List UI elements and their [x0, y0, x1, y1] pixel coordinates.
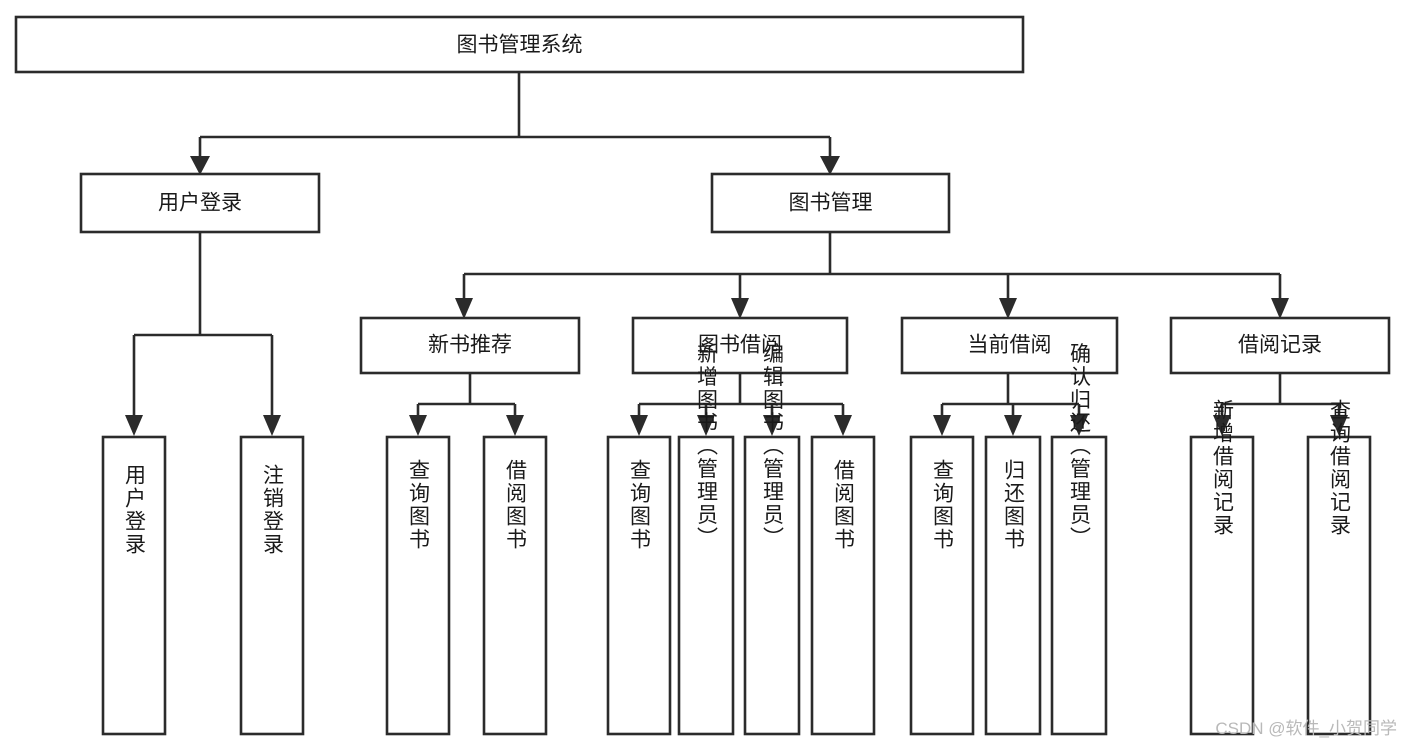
- node-current-borrow[interactable]: 当前借阅: [900, 316, 1119, 375]
- arrowhead-leaf-confirm-return: [1070, 415, 1088, 436]
- arrowhead-book-borrow: [731, 298, 749, 319]
- arrowhead-leaf-logout: [263, 415, 281, 436]
- node-leaf-edit-book[interactable]: 编辑图书（管理员）: [743, 343, 801, 736]
- node-user-login[interactable]: 用户登录: [79, 172, 321, 234]
- arrowhead-leaf-query-record: [1330, 415, 1348, 436]
- node-borrow-record[interactable]: 借阅记录: [1169, 316, 1391, 375]
- node-leaf-logout-box[interactable]: [239, 435, 305, 736]
- arrowhead-leaf-add-book: [697, 415, 715, 436]
- node-leaf-borrow-book-2[interactable]: 借阅图书: [810, 435, 876, 736]
- node-new-book-rec[interactable]: 新书推荐: [359, 316, 581, 375]
- node-leaf-borrow-book-1-box[interactable]: [482, 435, 548, 736]
- node-leaf-borrow-book-1[interactable]: 借阅图书: [482, 435, 548, 736]
- arrowhead-leaf-return-book: [1004, 415, 1022, 436]
- node-book-manage[interactable]: 图书管理: [710, 172, 951, 234]
- node-book-borrow-label: 图书借阅: [698, 334, 782, 357]
- node-user-login-label: 用户登录: [158, 192, 242, 215]
- node-leaf-query-book-3-box[interactable]: [909, 435, 975, 736]
- node-book-borrow[interactable]: 图书借阅: [631, 316, 849, 375]
- node-leaf-logout-label: 注销登录: [261, 464, 285, 556]
- node-new-book-rec-box[interactable]: [359, 316, 581, 375]
- node-leaf-query-book-2[interactable]: 查询图书: [606, 435, 672, 736]
- node-leaf-user-login[interactable]: 用户登录: [101, 435, 167, 736]
- node-leaf-query-book-3[interactable]: 查询图书: [909, 435, 975, 736]
- node-layer: 图书管理系统 用户登录 图书管理 新书推荐 图书借阅 当前: [14, 15, 1391, 736]
- arrowhead-leaf-add-record: [1213, 415, 1231, 436]
- node-leaf-query-book-3-label: 查询图书: [931, 459, 955, 551]
- node-leaf-logout[interactable]: 注销登录: [239, 435, 305, 736]
- arrowhead-leaf-query-book-2: [630, 415, 648, 436]
- node-leaf-query-book-1-label: 查询图书: [407, 459, 431, 551]
- node-book-manage-box[interactable]: [710, 172, 951, 234]
- node-leaf-query-book-2-label: 查询图书: [628, 459, 652, 551]
- node-leaf-query-record-label: 查询借阅记录: [1328, 399, 1352, 537]
- node-root-box[interactable]: [14, 15, 1025, 74]
- arrowhead-leaf-user-login: [125, 415, 143, 436]
- node-leaf-edit-book-label: 编辑图书（管理员）: [761, 343, 785, 550]
- node-root-label: 图书管理系统: [457, 34, 583, 57]
- arrowhead-new-book-rec: [455, 298, 473, 319]
- edge-layer: [125, 72, 1348, 436]
- node-leaf-query-book-2-box[interactable]: [606, 435, 672, 736]
- node-leaf-borrow-book-2-box[interactable]: [810, 435, 876, 736]
- node-leaf-add-book-box[interactable]: [677, 435, 735, 736]
- node-leaf-add-record[interactable]: 新增借阅记录: [1189, 399, 1255, 736]
- arrowhead-leaf-borrow-book-1: [506, 415, 524, 436]
- node-root[interactable]: 图书管理系统: [14, 15, 1025, 74]
- node-leaf-edit-book-box[interactable]: [743, 435, 801, 736]
- node-current-borrow-box[interactable]: [900, 316, 1119, 375]
- node-current-borrow-label: 当前借阅: [968, 334, 1052, 357]
- node-leaf-add-book-label: 新增图书（管理员）: [695, 343, 719, 550]
- node-leaf-return-book[interactable]: 归还图书: [984, 435, 1042, 736]
- node-leaf-query-book-1[interactable]: 查询图书: [385, 435, 451, 736]
- node-leaf-add-record-box[interactable]: [1189, 435, 1255, 736]
- arrowhead-user-login: [190, 156, 210, 175]
- arrowhead-leaf-query-book-1: [409, 415, 427, 436]
- node-leaf-borrow-book-1-label: 借阅图书: [504, 459, 528, 551]
- node-leaf-user-login-box[interactable]: [101, 435, 167, 736]
- arrowhead-leaf-query-book-3: [933, 415, 951, 436]
- arrowhead-book-manage: [820, 156, 840, 175]
- node-leaf-add-record-label: 新增借阅记录: [1211, 399, 1235, 537]
- node-leaf-user-login-label: 用户登录: [123, 464, 147, 556]
- node-leaf-return-book-label: 归还图书: [1002, 459, 1026, 551]
- arrowhead-leaf-edit-book: [763, 415, 781, 436]
- arrowhead-leaf-borrow-book-2: [834, 415, 852, 436]
- node-leaf-borrow-book-2-label: 借阅图书: [832, 459, 856, 551]
- node-borrow-record-label: 借阅记录: [1238, 334, 1322, 357]
- node-leaf-query-record-box[interactable]: [1306, 435, 1372, 736]
- node-leaf-query-book-1-box[interactable]: [385, 435, 451, 736]
- node-leaf-confirm-return[interactable]: 确认归还（管理员）: [1050, 343, 1108, 736]
- node-borrow-record-box[interactable]: [1169, 316, 1391, 375]
- node-user-login-box[interactable]: [79, 172, 321, 234]
- node-new-book-rec-label: 新书推荐: [428, 334, 512, 357]
- arrowhead-borrow-record: [1271, 298, 1289, 319]
- arrowhead-current-borrow: [999, 298, 1017, 319]
- node-leaf-confirm-return-label: 确认归还（管理员）: [1068, 343, 1092, 550]
- node-book-manage-label: 图书管理: [789, 192, 873, 215]
- node-leaf-query-record[interactable]: 查询借阅记录: [1306, 399, 1372, 736]
- node-leaf-return-book-box[interactable]: [984, 435, 1042, 736]
- node-book-borrow-box[interactable]: [631, 316, 849, 375]
- node-leaf-add-book[interactable]: 新增图书（管理员）: [677, 343, 735, 736]
- node-leaf-confirm-return-box[interactable]: [1050, 435, 1108, 736]
